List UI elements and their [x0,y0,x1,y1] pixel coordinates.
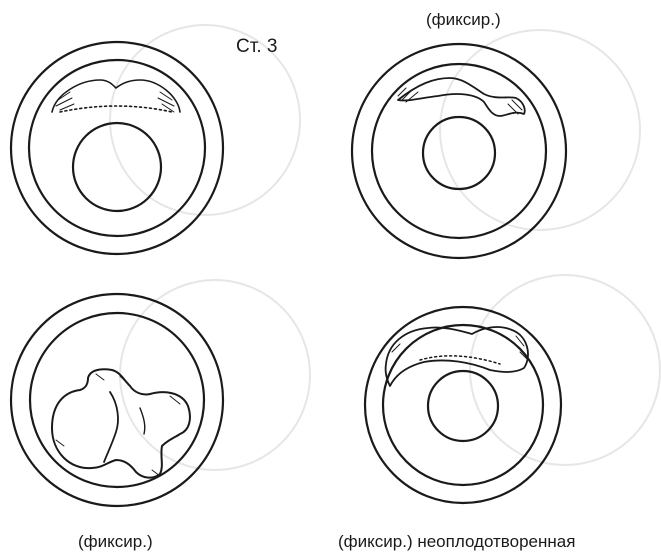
egg-bottom-left [11,294,223,506]
ghost-ring-bottom-right [470,275,660,465]
panel-label-top-right: (фиксир.) [426,10,501,30]
egg-top-right [352,44,566,258]
cleavage-furrow-right [140,408,145,434]
egg-top-left [11,42,223,254]
panel-label-bottom-left: (фиксир.) [78,532,153,552]
ghost-ring-top-right [440,30,640,230]
blastodisc-base-dotted [60,106,172,112]
cleavage-furrow-left [104,392,118,462]
inner-membrane [383,325,543,485]
outer-membrane [11,42,223,254]
stage-label: Ст. 3 [236,36,277,58]
nucleus [423,117,495,189]
outer-membrane [365,307,561,503]
outer-membrane [352,44,566,258]
blastodisc-cap [398,78,525,116]
show-through-ghosts [110,25,660,470]
nucleus [73,123,161,211]
panel-label-bottom-right: (фиксир.) неоплодотворенная [338,532,575,552]
inner-membrane [372,64,546,238]
nucleus [428,371,498,441]
cytoplasm-base-dotted [420,356,500,364]
blastodisc-shading-left [56,92,74,110]
blastodisc-shading-right [508,100,522,114]
outer-membrane [11,294,223,506]
egg-bottom-right [365,307,561,503]
